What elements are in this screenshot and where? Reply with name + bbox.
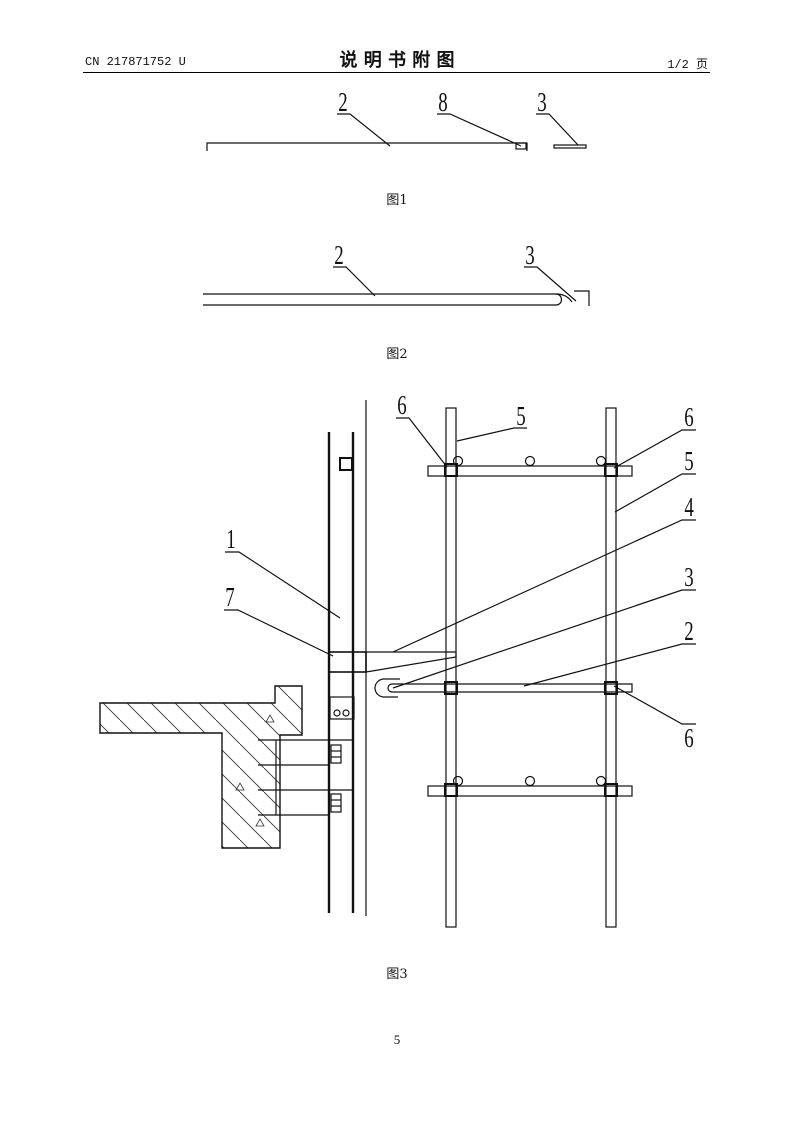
fig3-label-2: 2 (684, 617, 693, 647)
fig3-anchor-nut (330, 744, 342, 764)
fig3-leader-6-bottom (613, 685, 696, 725)
fig2-rod-hook (555, 293, 573, 303)
fig3-bolt (342, 709, 350, 717)
fig3-coupler (444, 463, 458, 477)
fig3-tube (595, 775, 607, 787)
figure-1: 2 8 3 (206, 88, 587, 151)
fig3-leader-4 (392, 519, 696, 653)
fig2-part-3 (574, 290, 590, 306)
fig3-concrete-mark (235, 782, 245, 791)
fig3-tube (452, 455, 464, 467)
fig3-tube (595, 455, 607, 467)
fig3-leader-3 (392, 589, 696, 689)
fig3-label-7: 7 (225, 583, 234, 613)
fig3-concrete-mark (265, 714, 275, 723)
fig3-bolt (333, 709, 341, 717)
fig2-rod (203, 293, 563, 306)
fig3-embedded-plate (329, 696, 355, 720)
fig3-label-6-bottom: 6 (684, 724, 693, 754)
fig2-label-3: 3 (525, 241, 534, 271)
fig3-coupler (604, 463, 618, 477)
fig3-part-3 (374, 678, 400, 698)
page-title: 说 明 书 附 图 (339, 50, 455, 71)
fig3-ledger-top (427, 465, 633, 477)
page-marker: 1/2 页 (667, 58, 708, 72)
fig3-concrete-slab (99, 685, 303, 849)
fig1-rod (206, 142, 528, 151)
fig3-label-6-top-left: 6 (397, 391, 406, 421)
fig1-label-2: 2 (338, 88, 347, 118)
fig3-leader-5-top (456, 427, 527, 442)
fig3-label-4: 4 (684, 493, 694, 523)
fig1-leader-3 (536, 113, 579, 146)
fig1-leader-8 (437, 113, 522, 147)
fig3-coupler (444, 681, 458, 695)
fig2-leader-2 (333, 266, 376, 297)
fig2-label-2: 2 (334, 241, 343, 271)
fig3-part-2 (387, 683, 633, 693)
header-divider (83, 72, 710, 73)
figure-2: 2 3 (203, 241, 590, 306)
fig3-anchor-nut (330, 793, 342, 813)
figure-1-caption: 图1 (386, 193, 408, 208)
fig2-leader-3 (524, 266, 577, 302)
fig1-label-8: 8 (438, 88, 447, 118)
fig3-ledger-bottom (427, 785, 633, 797)
fig3-part-4 (365, 651, 457, 673)
fig3-tube (524, 775, 536, 787)
fig3-tube (452, 775, 464, 787)
fig3-leader-6-top-left (396, 417, 448, 468)
fig3-pole-left (445, 407, 457, 928)
figure-3: 6 5 6 5 4 3 2 6 1 7 (99, 391, 696, 928)
fig3-tube (524, 455, 536, 467)
fig1-leader-2 (337, 113, 391, 147)
fig3-wall-square (339, 457, 353, 471)
fig3-label-3: 3 (684, 563, 693, 593)
fig3-concrete-mark (255, 818, 265, 827)
fig3-label-6-top-right: 6 (684, 403, 693, 433)
fig3-pole-right (605, 407, 617, 928)
figure-2-caption: 图2 (386, 347, 408, 362)
fig3-leader-5-right (614, 473, 696, 513)
document-number: CN 217871752 U (85, 55, 186, 69)
figure-3-caption: 图3 (386, 967, 408, 982)
fig3-leader-6-top-right (613, 429, 696, 469)
fig3-label-1: 1 (226, 525, 235, 555)
fig1-label-3: 3 (537, 88, 546, 118)
fig3-leader-7 (224, 609, 334, 657)
fig3-coupler (604, 783, 618, 797)
fig3-part-7 (328, 651, 367, 673)
fig3-label-5-right: 5 (684, 447, 693, 477)
fig3-label-5-top: 5 (516, 402, 525, 432)
fig1-part-8 (515, 142, 527, 150)
fig3-leader-2 (523, 643, 696, 687)
page-number: 5 (393, 1032, 401, 1047)
fig1-part-3 (553, 144, 587, 149)
fig3-leader-1 (225, 551, 341, 619)
fig3-coupler (444, 783, 458, 797)
